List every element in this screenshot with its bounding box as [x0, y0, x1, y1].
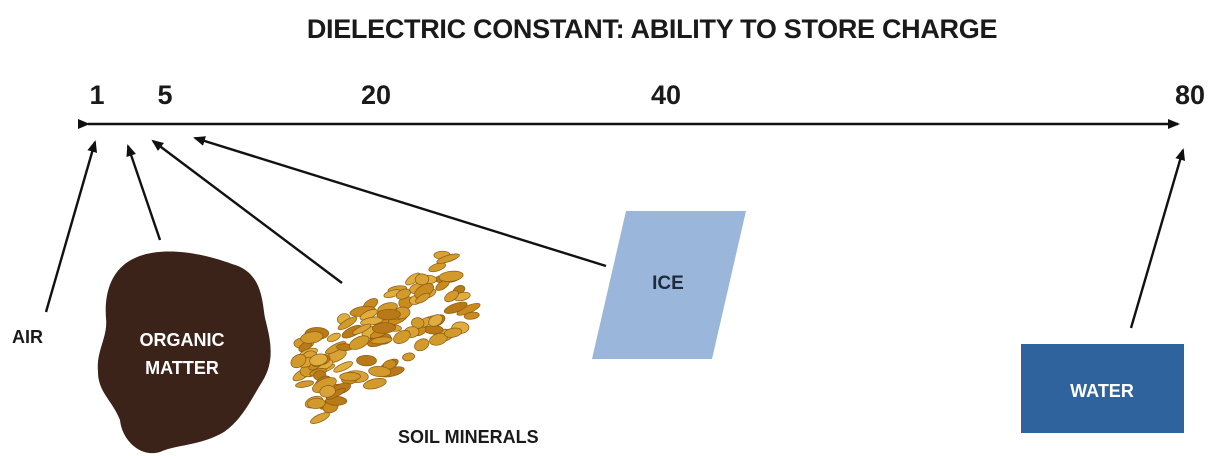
mineral-grain — [463, 311, 480, 320]
soil-minerals-arrow — [151, 139, 343, 284]
mineral-grain — [290, 353, 307, 369]
water-arrow — [1129, 148, 1185, 329]
tick-label-40: 40 — [651, 80, 681, 110]
mineral-grain — [309, 353, 328, 367]
soil-mineral-grains — [290, 250, 481, 424]
organic-matter-blob — [97, 251, 271, 454]
mineral-grain — [300, 331, 324, 344]
mineral-grain — [306, 397, 326, 409]
mineral-grain — [436, 253, 460, 264]
mineral-grain — [444, 290, 459, 303]
mineral-grain — [415, 292, 431, 304]
mineral-grain — [393, 330, 411, 344]
tick-label-5: 5 — [157, 80, 172, 110]
soil-minerals-label: SOIL MINERALS — [398, 427, 539, 447]
air-label: AIR — [12, 327, 43, 347]
mineral-grain — [295, 380, 315, 388]
mineral-grain — [333, 361, 353, 373]
mineral-grain — [414, 338, 430, 352]
mineral-grain — [376, 308, 401, 321]
diagram-title: DIELECTRIC CONSTANT: ABILITY TO STORE CH… — [307, 14, 997, 44]
mineral-grain — [428, 262, 446, 273]
mineral-grain — [310, 412, 330, 424]
mineral-grain — [428, 314, 443, 327]
ice-shape — [592, 211, 746, 359]
mineral-grain — [414, 273, 430, 286]
water-box — [1021, 344, 1184, 433]
mineral-grain — [337, 316, 358, 331]
mineral-grain — [349, 335, 370, 350]
mineral-grain — [326, 332, 341, 343]
mineral-grain — [356, 354, 377, 367]
tick-label-20: 20 — [361, 80, 391, 110]
mineral-grain — [444, 327, 463, 338]
mineral-grain — [443, 301, 468, 314]
mineral-grain — [402, 352, 415, 362]
organic-matter-label-line2: MATTER — [145, 358, 219, 378]
mineral-grain — [438, 270, 464, 282]
mineral-grain — [352, 323, 372, 335]
organic-matter-arrow — [126, 144, 162, 241]
mineral-grain — [370, 336, 393, 345]
organic-matter-label-line1: ORGANIC — [140, 330, 225, 350]
mineral-grain — [368, 366, 392, 377]
ice-label: ICE — [652, 273, 684, 294]
mineral-grain — [339, 372, 361, 382]
mineral-grain — [372, 322, 396, 334]
air-arrow — [44, 140, 98, 313]
tick-label-1: 1 — [89, 80, 104, 110]
mineral-grain — [319, 385, 336, 398]
ice-arrow — [193, 136, 607, 268]
water-label: WATER — [1070, 381, 1134, 401]
tick-label-80: 80 — [1175, 80, 1205, 110]
mineral-grain — [362, 377, 387, 390]
